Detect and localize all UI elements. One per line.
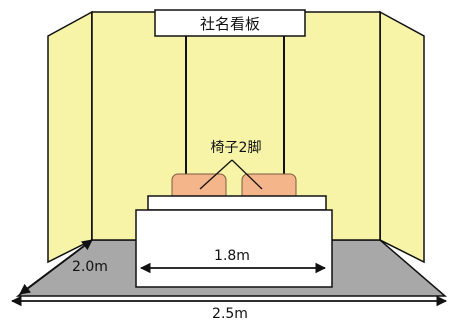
width-label: 2.5m [212,306,248,322]
chairs-label: 椅子2脚 [211,140,262,156]
right-side-panel [379,10,425,264]
depth-label: 2.0m [72,259,108,275]
chairs-pointer-left [199,159,233,190]
chairs-pointer-right [231,159,263,190]
company-sign-board [154,9,306,37]
depth-arrow [19,239,93,295]
table-top [147,195,327,211]
company-sign-label: 社名看板 [200,15,260,33]
table-width-label: 1.8m [214,248,250,264]
left-side-panel [47,10,93,264]
table-front [135,209,333,288]
